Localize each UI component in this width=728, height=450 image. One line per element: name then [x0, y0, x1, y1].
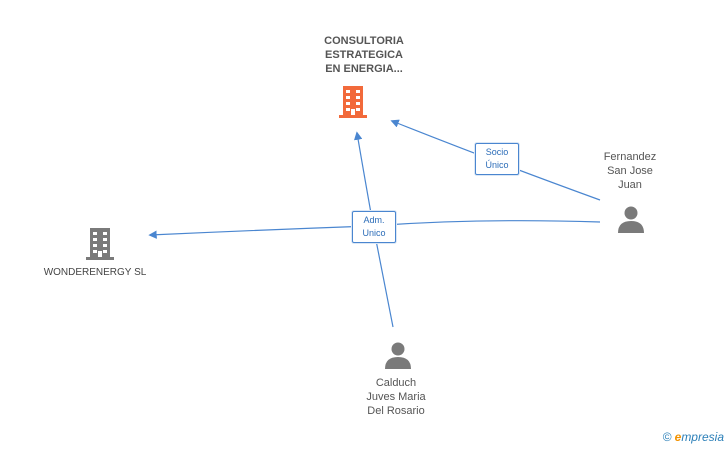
- brand-e-letter: e: [674, 430, 682, 444]
- calduch-name-line3: Del Rosario: [367, 405, 425, 417]
- socio-unico-badge[interactable]: Socio Único: [475, 143, 519, 175]
- person-icon[interactable]: [383, 340, 413, 370]
- fernandez-name-line2: San Jose: [607, 165, 653, 177]
- calduch-name-line2: Juves Maria: [366, 391, 426, 403]
- fernandez-name-line3: Juan: [618, 179, 642, 191]
- consultoria-company-label[interactable]: CONSULTORIA ESTRATEGICA EN ENERGIA...: [289, 34, 439, 76]
- adm-unico-badge[interactable]: Adm. Unico: [352, 211, 396, 243]
- calduch-name-line1: Calduch: [375, 377, 417, 389]
- socio-badge-line1: Socio: [485, 147, 509, 157]
- copyright-symbol: ©: [662, 430, 672, 444]
- adm-badge-line2: Unico: [362, 228, 386, 238]
- empresia-logo[interactable]: ©empresia: [663, 430, 724, 444]
- fernandez-name-line1: Fernandez: [603, 151, 657, 163]
- building-icon[interactable]: [337, 84, 369, 120]
- consultoria-name-line3: EN ENERGIA...: [325, 63, 403, 75]
- brand-name-rest: mpresia: [681, 430, 724, 444]
- consultoria-name-line2: ESTRATEGICA: [324, 49, 404, 61]
- person-icon[interactable]: [616, 204, 646, 234]
- fernandez-person-label[interactable]: Fernandez San Jose Juan: [570, 150, 690, 192]
- calduch-person-label[interactable]: Calduch Juves Maria Del Rosario: [336, 376, 456, 418]
- wonderenergy-company-label[interactable]: WONDERENERGY SL: [43, 267, 147, 278]
- socio-badge-line2: Único: [485, 160, 509, 170]
- adm-badge-line1: Adm.: [363, 215, 385, 225]
- building-icon[interactable]: [84, 226, 116, 262]
- consultoria-name-line1: CONSULTORIA: [324, 35, 404, 47]
